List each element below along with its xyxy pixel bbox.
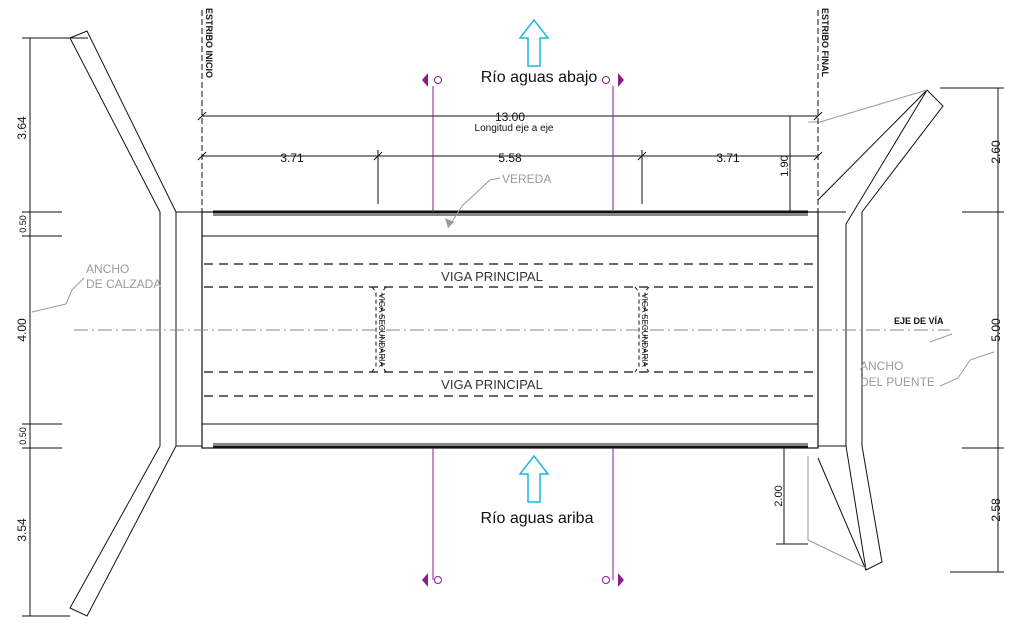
main-beams <box>204 263 818 397</box>
longitud-caption: Longitud eje a eje <box>475 123 554 134</box>
left-dim-3: 4.00 <box>15 318 29 342</box>
vereda-leader <box>447 177 501 229</box>
longitud-total-value: 13.00 <box>495 110 525 124</box>
tramo-2-value: 5.58 <box>498 151 522 165</box>
secondary-beam-left <box>371 286 387 373</box>
vereda-label: VEREDA <box>502 172 551 186</box>
viga-secundaria-right-label: VIGA SECUNDARIA <box>640 293 649 367</box>
estribo-final-label: ESTRIBO FINAL <box>820 8 830 78</box>
left-dimension-chain <box>22 37 88 617</box>
section-cut-lines <box>432 86 614 580</box>
left-dim-2: 0.50 <box>18 215 28 233</box>
ancho-puente-label-line2: DEL PUENTE <box>860 375 935 389</box>
viga-principal-top-label: VIGA PRINCIPAL <box>441 269 543 284</box>
eje-de-via-label: EJE DE VÍA <box>894 316 944 326</box>
inner-dim-top: 1.90 <box>779 155 791 176</box>
ancho-calzada-label-line2: DE CALZADA <box>86 277 161 291</box>
left-dim-1: 3.64 <box>15 116 29 140</box>
rio-aguas-abajo-label: Río aguas abajo <box>481 69 598 86</box>
top-dimensions <box>197 111 823 545</box>
right-dim-3: 2.58 <box>989 498 1003 522</box>
right-wing-leaders <box>807 89 928 569</box>
secondary-beam-right <box>634 286 650 373</box>
road-axis-leader <box>929 333 953 343</box>
ancho-puente-leader <box>939 351 995 387</box>
left-wingwall <box>69 30 202 617</box>
estribo-lines <box>201 10 819 212</box>
ancho-calzada-leader <box>31 277 85 313</box>
section-markers <box>422 73 624 587</box>
rio-aguas-arriba-label: Río aguas ariba <box>481 510 594 527</box>
right-dim-2: 5.00 <box>989 318 1003 342</box>
ancho-calzada-label-line1: ANCHO <box>86 262 129 276</box>
left-dim-5: 3.54 <box>15 518 29 542</box>
inner-dim-bottom: 2.00 <box>773 485 785 506</box>
tramo-3-value: 3.71 <box>716 151 740 165</box>
tramo-1-value: 3.71 <box>280 151 304 165</box>
left-dim-4: 0.50 <box>18 427 28 445</box>
viga-secundaria-left-label: VIGA SECUNDARIA <box>377 293 386 367</box>
vereda-leader-arrow <box>445 218 454 228</box>
estribo-inicio-label: ESTRIBO INICIO <box>204 8 214 78</box>
flow-arrow-up-top <box>518 18 550 67</box>
flow-arrow-up-bottom <box>518 454 550 503</box>
right-wingwall <box>817 89 944 571</box>
right-dim-1: 2.60 <box>989 140 1003 164</box>
viga-principal-bottom-label: VIGA PRINCIPAL <box>441 377 543 392</box>
right-dimension-chain <box>940 87 1004 573</box>
deck <box>201 210 819 449</box>
ancho-puente-label-line1: ANCHO <box>860 359 903 373</box>
